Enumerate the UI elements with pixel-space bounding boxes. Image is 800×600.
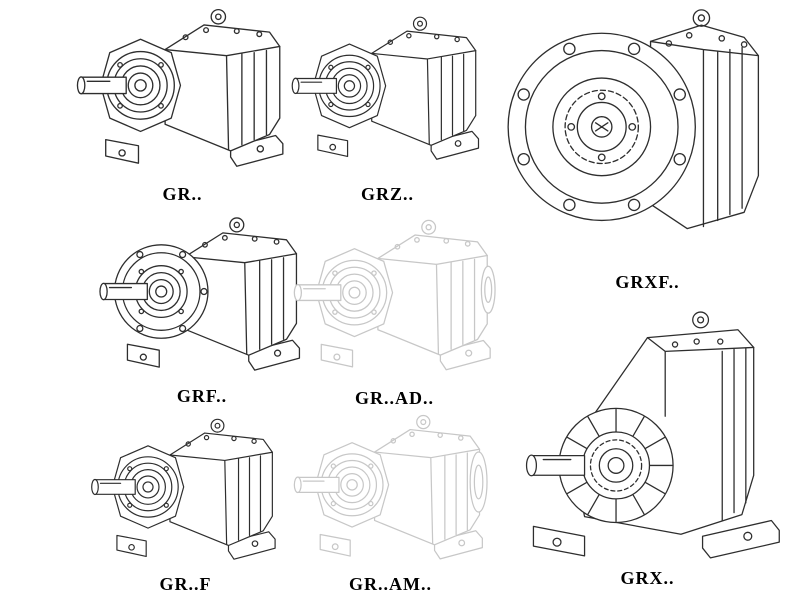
gearbox-drawing-grf [92, 210, 312, 384]
gearbox-label-grxf: GRXF.. [615, 272, 680, 292]
gearbox-drawing-gr-am [288, 408, 493, 572]
gearbox-label-grz: GRZ.. [360, 184, 414, 204]
gearbox-label-gr-ad: GR..AD.. [355, 388, 434, 408]
gearbox-figure-gr-f: GR..F [78, 412, 293, 598]
gearbox-drawing-gr-ad [292, 210, 497, 386]
gearbox-figure-grz: GRZ.. [290, 0, 485, 208]
gearbox-drawing-grz [290, 0, 485, 182]
gearbox-drawing-grxf [507, 9, 760, 230]
gearbox-figure-grxf: GRXF.. [500, 0, 795, 296]
gearbox-figure-grx: GRX.. [500, 300, 795, 592]
gearbox-drawing-gr [75, 0, 290, 182]
gearbox-drawing-grx [525, 311, 780, 559]
gearbox-drawing-gr-f [78, 412, 293, 572]
gearbox-figure-gr-ad: GR..AD.. [292, 210, 497, 412]
gearbox-figure-gr-am: GR..AM.. [288, 408, 493, 598]
gearbox-figure-grf: GRF.. [92, 210, 312, 410]
gearbox-label-gr-am: GR..AM.. [349, 574, 432, 594]
gearbox-label-gr-f: GR..F [159, 574, 212, 594]
gearbox-label-grx: GRX.. [620, 568, 675, 588]
gearbox-figure-gr: GR.. [75, 0, 290, 208]
gearbox-label-grf: GRF.. [176, 386, 228, 406]
gearbox-label-gr: GR.. [162, 184, 203, 204]
